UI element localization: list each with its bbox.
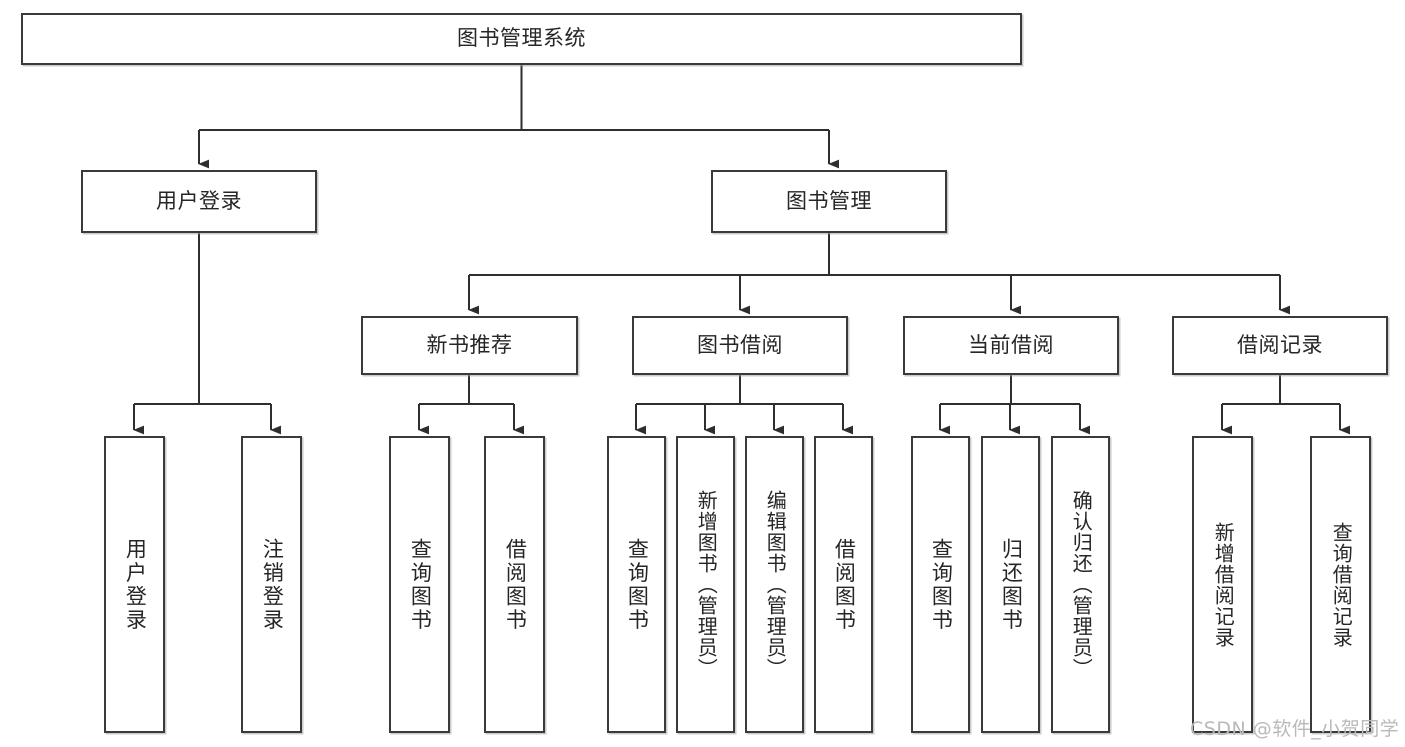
node-label: 查询图书 bbox=[625, 537, 650, 632]
node-label: 借阅图书 bbox=[832, 537, 857, 632]
vertical-text-wrapper: 查询图书 bbox=[609, 438, 664, 731]
node-label: 当前借阅 bbox=[968, 332, 1054, 357]
node-label: 用户登录 bbox=[156, 188, 242, 213]
vertical-text-wrapper: 新增借阅记录 bbox=[1194, 438, 1251, 731]
vertical-text-wrapper: 归还图书 bbox=[983, 438, 1038, 731]
node-leaf-return-book[interactable]: 归还图书 bbox=[981, 436, 1040, 733]
node-label: 用户登录 bbox=[123, 537, 148, 632]
node-label: 图书管理 bbox=[786, 188, 872, 213]
node-label: 图书借阅 bbox=[697, 332, 783, 357]
node-label: 查询借阅记录 bbox=[1329, 521, 1354, 648]
node-root-book-management-system[interactable]: 图书管理系统 bbox=[21, 13, 1022, 65]
node-label: 注销登录 bbox=[260, 537, 285, 632]
node-leaf-add-book-admin[interactable]: 新增图书（管理员） bbox=[676, 436, 735, 733]
node-label: 归还图书 bbox=[999, 537, 1024, 632]
node-leaf-borrow-book-borrowing[interactable]: 借阅图书 bbox=[814, 436, 873, 733]
node-leaf-add-borrow-record[interactable]: 新增借阅记录 bbox=[1192, 436, 1253, 733]
node-label: 查询图书 bbox=[929, 537, 954, 632]
node-book-management[interactable]: 图书管理 bbox=[711, 170, 947, 233]
vertical-text-wrapper: 用户登录 bbox=[106, 438, 163, 731]
vertical-text-wrapper: 编辑图书（管理员） bbox=[747, 438, 802, 731]
vertical-text-wrapper: 借阅图书 bbox=[816, 438, 871, 731]
vertical-text-wrapper: 查询借阅记录 bbox=[1312, 438, 1369, 731]
node-book-borrowing[interactable]: 图书借阅 bbox=[632, 316, 848, 375]
vertical-text-wrapper: 查询图书 bbox=[913, 438, 968, 731]
node-label: 借阅记录 bbox=[1237, 332, 1323, 357]
node-leaf-user-login[interactable]: 用户登录 bbox=[104, 436, 165, 733]
node-borrowing-record[interactable]: 借阅记录 bbox=[1172, 316, 1388, 375]
node-label: 借阅图书 bbox=[503, 537, 528, 632]
node-label: 编辑图书（管理员） bbox=[763, 490, 788, 679]
node-leaf-confirm-return-admin[interactable]: 确认归还（管理员） bbox=[1051, 436, 1110, 733]
node-leaf-query-borrow-record[interactable]: 查询借阅记录 bbox=[1310, 436, 1371, 733]
node-label: 图书管理系统 bbox=[457, 26, 586, 51]
node-current-borrowing[interactable]: 当前借阅 bbox=[903, 316, 1119, 375]
node-leaf-borrow-book-new-book[interactable]: 借阅图书 bbox=[484, 436, 545, 733]
node-leaf-query-book-current[interactable]: 查询图书 bbox=[911, 436, 970, 733]
vertical-text-wrapper: 注销登录 bbox=[243, 438, 300, 731]
vertical-text-wrapper: 查询图书 bbox=[391, 438, 448, 731]
node-user-login[interactable]: 用户登录 bbox=[81, 170, 317, 233]
vertical-text-wrapper: 借阅图书 bbox=[486, 438, 543, 731]
vertical-text-wrapper: 新增图书（管理员） bbox=[678, 438, 733, 731]
vertical-text-wrapper: 确认归还（管理员） bbox=[1053, 438, 1108, 731]
node-leaf-logout-login[interactable]: 注销登录 bbox=[241, 436, 302, 733]
node-leaf-query-book-borrowing[interactable]: 查询图书 bbox=[607, 436, 666, 733]
node-label: 查询图书 bbox=[408, 537, 433, 632]
node-leaf-edit-book-admin[interactable]: 编辑图书（管理员） bbox=[745, 436, 804, 733]
node-label: 确认归还（管理员） bbox=[1069, 490, 1094, 679]
node-leaf-query-book-new-book[interactable]: 查询图书 bbox=[389, 436, 450, 733]
node-label: 新增借阅记录 bbox=[1211, 521, 1236, 648]
node-label: 新书推荐 bbox=[426, 332, 513, 357]
node-new-book-recommendation[interactable]: 新书推荐 bbox=[361, 316, 578, 375]
node-label: 新增图书（管理员） bbox=[694, 490, 719, 679]
